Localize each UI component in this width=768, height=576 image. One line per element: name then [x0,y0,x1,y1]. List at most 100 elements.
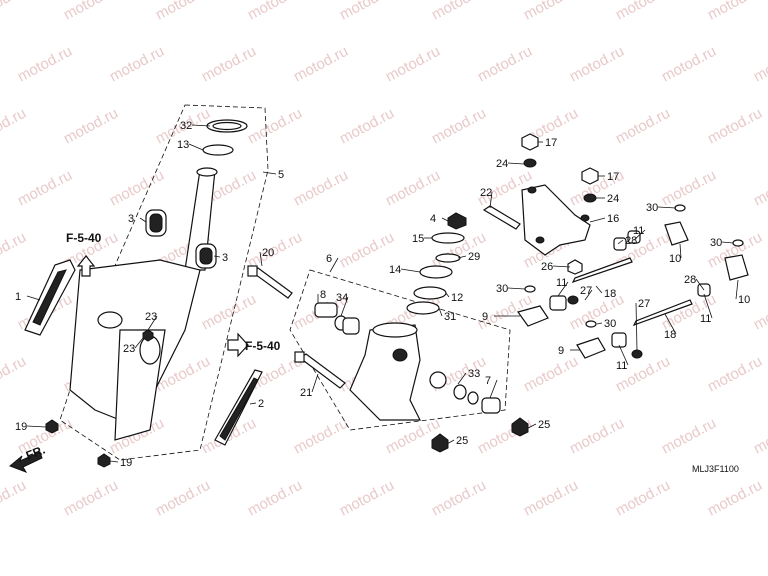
callout-number: 26 [541,261,553,273]
bolt-19b [97,453,111,468]
callout-number: 4 [430,213,436,225]
leader-line [635,302,638,351]
bolt-21-head [294,351,305,363]
washer-30d [585,320,597,328]
leader-line [721,241,734,244]
leader-line [191,124,211,127]
seal-33 [453,384,467,400]
leader-line [507,162,525,165]
washer-30b [732,239,744,247]
watermark-text: motod.ru [245,229,305,272]
adjuster-28a [613,237,627,251]
ref-label-left: F-5-40 [66,231,102,245]
leader-line [633,229,646,241]
bolt-21 [298,353,346,389]
watermark-text: motod.ru [659,43,719,86]
leader-line [109,460,119,463]
watermark-text: motod.ru [751,291,768,334]
watermark-text: motod.ru [567,43,627,86]
callout-number: 11 [616,360,627,372]
watermark-text: motod.ru [751,43,768,86]
bracket-16-hole-low [535,236,545,244]
callout-number: 13 [177,139,189,151]
bracket-16-hole-top [527,186,537,194]
watermark-text: motod.ru [383,43,443,86]
watermark-layer: motod.ru motod.ru motod.ru motod.ru motod.ru… [0,0,768,520]
grommet-3a-hole [149,213,163,233]
grommet-3b-hole [199,247,213,265]
watermark-text: motod.ru [429,0,489,24]
leader-line [618,344,629,366]
callout-number: 27 [638,298,650,310]
watermark-text: motod.ru [15,167,75,210]
nut-27a [567,295,579,305]
callout-number: 9 [558,345,564,357]
ref-label-mid: F-5-40 [245,339,281,353]
watermark-text: motod.ru [475,415,535,458]
watermark-text: motod.ru [751,415,768,458]
leader-line [617,239,624,245]
leader-line [259,251,263,267]
ball-joint-9b [576,337,606,359]
watermark-text: motod.ru [521,353,581,396]
leader-line [311,373,319,393]
leader-line [679,243,682,259]
watermark-text: motod.ru [429,105,489,148]
seal-31 [406,301,440,315]
watermark-text: motod.ru [521,477,581,520]
callout-number: 30 [496,283,508,295]
leader-line [527,423,537,429]
watermark-text: motod.ru [199,43,259,86]
leader-line [735,279,739,300]
callout-number: 28 [625,235,637,247]
callout-number: 30 [604,318,616,330]
callout-number: 7 [485,375,491,387]
washer-15 [431,232,465,244]
callout-number: 5 [278,169,284,181]
leader-line [400,268,421,273]
leader-line [457,372,467,385]
leader-line [441,217,449,222]
nut-26 [567,259,583,275]
watermark-text: motod.ru [659,167,719,210]
leader-line [703,293,713,319]
watermark-text: motod.ru [61,477,121,520]
leader-line [147,315,158,331]
callout-number: 30 [646,202,658,214]
watermark-text: motod.ru [153,0,213,24]
seal-33b [467,391,479,405]
nut-23 [142,329,154,342]
watermark-text: motod.ru [15,43,75,86]
nut-17b [581,167,599,185]
leader-line [446,439,455,445]
bolt-22 [482,205,521,230]
callout-number: 25 [456,435,468,447]
callout-number: 12 [451,292,463,304]
callout-number: 17 [545,137,557,149]
callout-number: 24 [607,193,619,205]
callout-number: 16 [607,213,619,225]
callout-number: 3 [222,252,228,264]
leader-line [249,402,257,405]
swingarm-pivot-hole [392,348,408,362]
callout-number: 31 [444,311,456,323]
watermark-text: motod.ru [383,167,443,210]
bracket-16-hole-right [580,214,590,222]
collar-8 [314,302,338,318]
callout-number: 32 [180,120,192,132]
callout-number: 19 [15,421,27,433]
watermark-text: motod.ru [0,353,29,396]
callout-number: 23 [145,311,157,323]
collar-7 [481,397,501,414]
callout-number: 10 [738,294,750,306]
watermark-text: motod.ru [0,229,29,272]
leader-line [584,289,593,301]
washer-24a [523,158,537,168]
adjuster-11b [611,332,627,348]
frame-cutout-left [97,311,123,329]
leader-line [596,322,603,325]
watermark-text: motod.ru [751,167,768,210]
leader-line [664,313,677,335]
leader-line [557,281,569,297]
